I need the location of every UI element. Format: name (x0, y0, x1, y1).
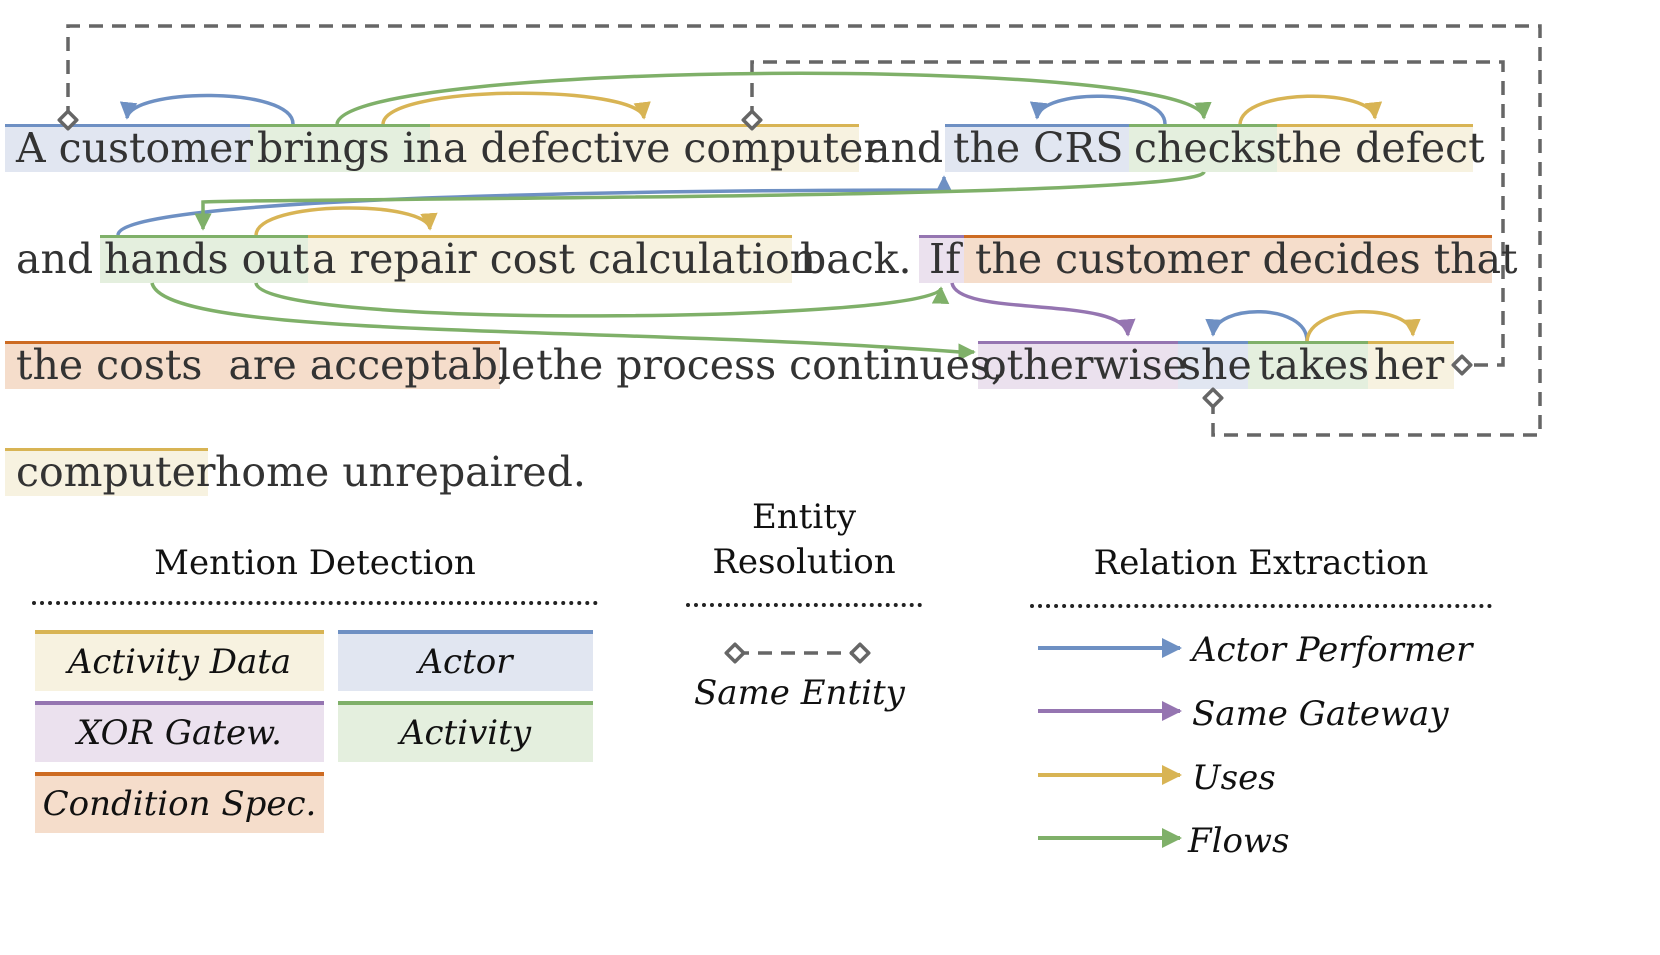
legend-divider-entity-resolution (686, 603, 922, 607)
text-otherwise: otherwise (982, 341, 1187, 389)
same-entity-link-computer-her (752, 60, 1505, 365)
legend-same-entity-label: Same Entity (694, 673, 905, 713)
legend-flows-label: Flows (1188, 821, 1290, 861)
legend-activity: Activity (338, 701, 593, 762)
actor-performer-takes (1205, 309, 1309, 342)
same-entity-link-customer-she (68, 24, 1542, 437)
flow-hands-out-to-otherwise (150, 282, 976, 361)
uses-hands-out-calculation (254, 206, 438, 236)
text-a-customer: A customer (16, 124, 253, 172)
activity-data-span-computer (5, 448, 208, 496)
text-repair-cost-calculation: a repair cost calculation (312, 235, 817, 283)
legend-actor: Actor (338, 630, 593, 691)
text-computer: computer (16, 448, 216, 496)
same-gateway-if-otherwise (950, 282, 1136, 337)
legend-divider-relation-extraction (1030, 604, 1492, 608)
text-if: If (929, 235, 961, 283)
text-the-defect: the defect (1275, 124, 1485, 172)
flow-hands-out-to-if (254, 282, 949, 318)
legend-title-relation-extraction: Relation Extraction (1093, 543, 1429, 583)
text-and-2: and (16, 235, 94, 283)
text-the-costs-are-acceptable: the costs are acceptable (16, 341, 536, 389)
legend-same-gateway-label: Same Gateway (1192, 694, 1449, 734)
legend-title-mention-detection: Mention Detection (154, 543, 476, 583)
text-hands-out: hands out (104, 235, 310, 283)
legend-title-entity-resolution-line2: Resolution (712, 542, 896, 582)
text-a-defective-computer: a defective computer (443, 124, 883, 172)
actor-performer-brings-in (119, 93, 295, 125)
text-the-customer-decides-that: the customer decides that (975, 235, 1518, 283)
flow-brings-in-to-checks (335, 71, 1212, 125)
text-checks: checks (1134, 124, 1277, 172)
text-process-continues: , the process continues, (497, 341, 1004, 389)
flow-checks-to-hands-out (194, 170, 1206, 231)
text-and-1: and (866, 124, 944, 172)
text-the-crs: the CRS (953, 124, 1124, 172)
legend-actor-performer-label: Actor Performer (1192, 630, 1473, 670)
legend-title-entity-resolution-line1: Entity (751, 497, 857, 537)
legend-divider-mention-detection (32, 601, 598, 605)
legend-activity-data: Activity Data (35, 630, 324, 691)
text-brings-in: brings in (257, 124, 443, 172)
legend-xor-gateway: XOR Gatew. (35, 701, 324, 762)
legend-uses-label: Uses (1192, 758, 1276, 798)
text-her: her (1374, 341, 1445, 389)
legend-condition-spec: Condition Spec. (35, 772, 324, 833)
actor-performer-checks (1029, 94, 1167, 125)
uses-takes-her (1305, 310, 1421, 342)
text-home-unrepaired: home unrepaired. (215, 448, 586, 496)
text-back: back. (800, 235, 912, 283)
actor-performer-hands-out (116, 175, 953, 236)
text-takes: takes (1258, 341, 1370, 389)
uses-checks-defect (1238, 94, 1383, 125)
uses-brings-in-computer (381, 91, 651, 125)
text-she: she (1180, 341, 1252, 389)
